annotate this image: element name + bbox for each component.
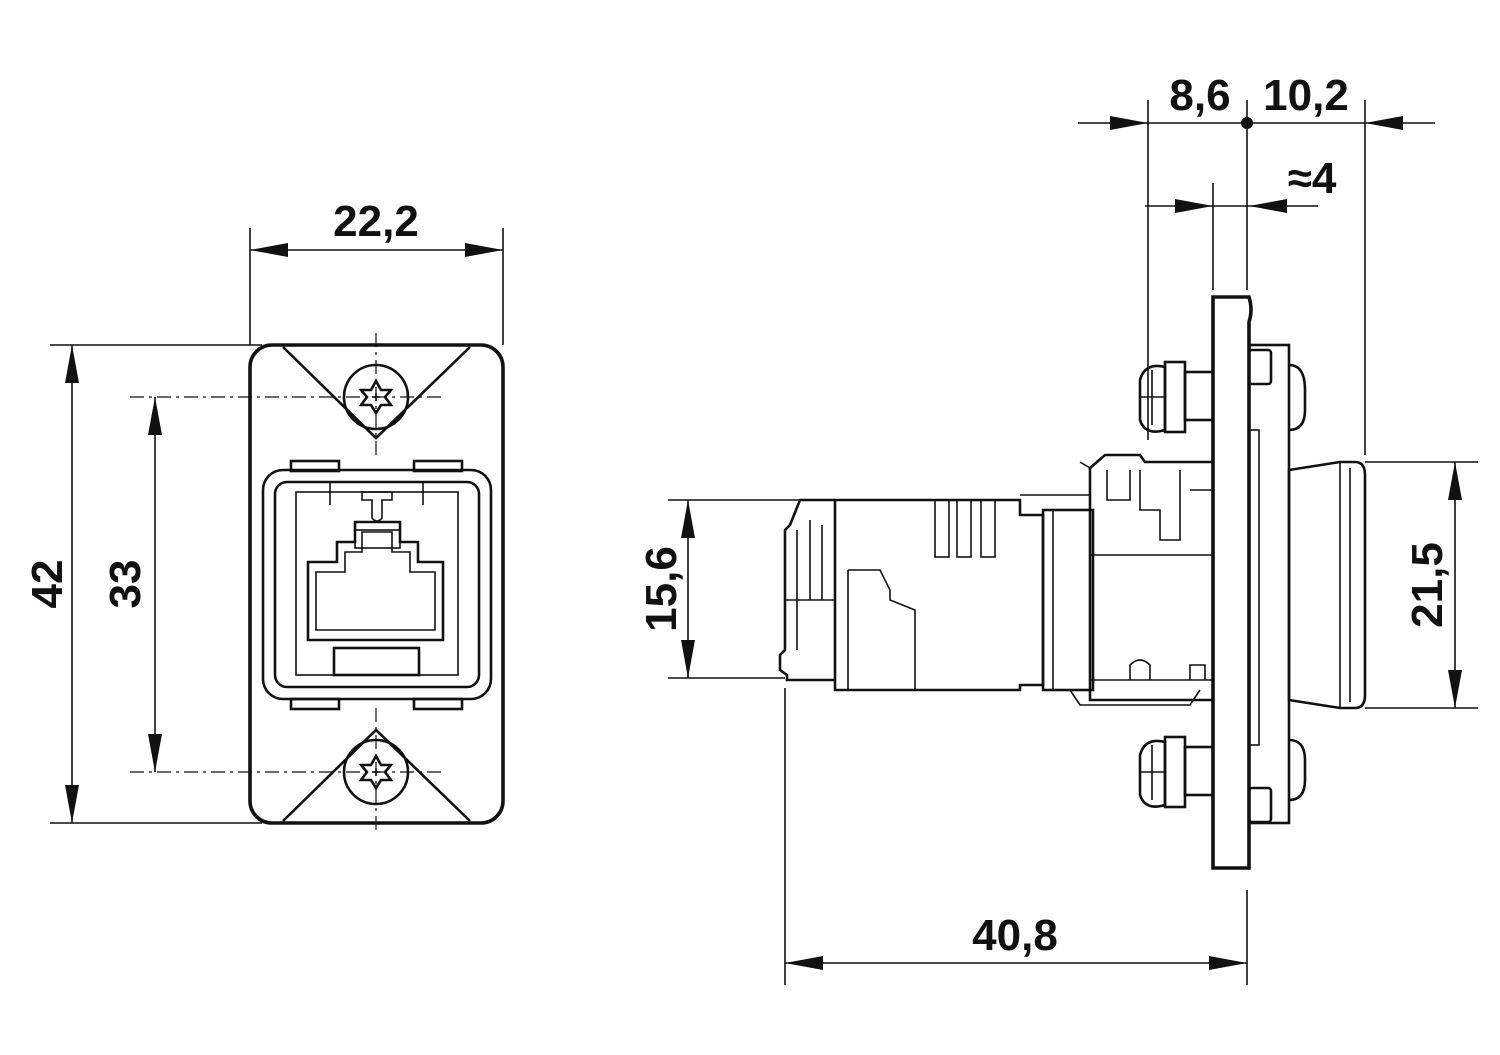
side-plug [833,498,1045,692]
arrow [1110,116,1148,130]
dim-origin-dot [1241,117,1253,129]
arrow [1448,462,1462,500]
arrow [785,956,823,970]
arrow [65,785,79,823]
dim-screw-spacing: 33 [101,560,150,609]
side-nut-bottom [1138,735,1215,809]
dim-body-height: 21,5 [1403,542,1452,628]
side-rear-housing [1069,453,1215,706]
side-flange [1247,343,1291,825]
arrow [465,243,503,257]
dim-front-depth: 10,2 [1263,71,1349,120]
dim-total-length: 40,8 [972,911,1058,960]
front-top-bevel [282,346,471,440]
arrow [148,734,162,772]
arrow [1209,956,1247,970]
dim-front-height: 42 [23,560,72,609]
arrow [65,345,79,383]
side-front-body [1287,460,1367,710]
dim-front-width: 22,2 [333,197,419,246]
dim-panel-thickness: ≈4 [1288,154,1337,203]
arrow [148,397,162,435]
side-panel [1211,295,1253,870]
arrow [1365,116,1403,130]
arrow [1175,199,1213,213]
arrow [250,243,288,257]
arrow [681,640,695,678]
arrow [1249,199,1287,213]
side-collar [1041,508,1095,692]
side-view: 15,6 21,5 40,8 8,6 10,2 ≈4 [637,71,1478,985]
front-view: 22,2 42 33 [23,197,505,835]
arrow [1448,670,1462,708]
dim-plug-height: 15,6 [637,546,686,632]
dim-rear-depth: 8,6 [1169,71,1230,120]
front-rj45-housing [261,459,493,711]
side-plug-tip [778,498,835,682]
side-nut-top [1138,360,1215,434]
arrow [681,500,695,538]
